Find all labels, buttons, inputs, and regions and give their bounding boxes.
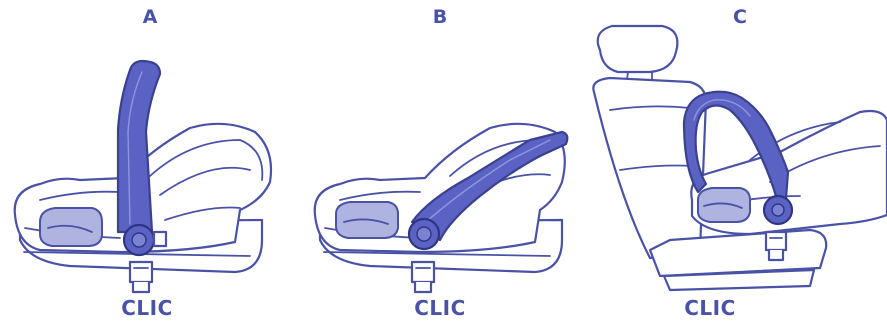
car-seat-b-illustration (300, 0, 580, 300)
car-seat-a-illustration (0, 0, 300, 300)
clic-label-c: CLIC (655, 296, 765, 320)
car-seat-c-illustration (580, 0, 887, 300)
clic-label-a: CLIC (92, 296, 202, 320)
panel-c: C CLIC (580, 0, 887, 328)
panel-a: A CLIC (0, 0, 300, 328)
clic-label-b: CLIC (385, 296, 495, 320)
panel-b: B CLIC (300, 0, 580, 328)
